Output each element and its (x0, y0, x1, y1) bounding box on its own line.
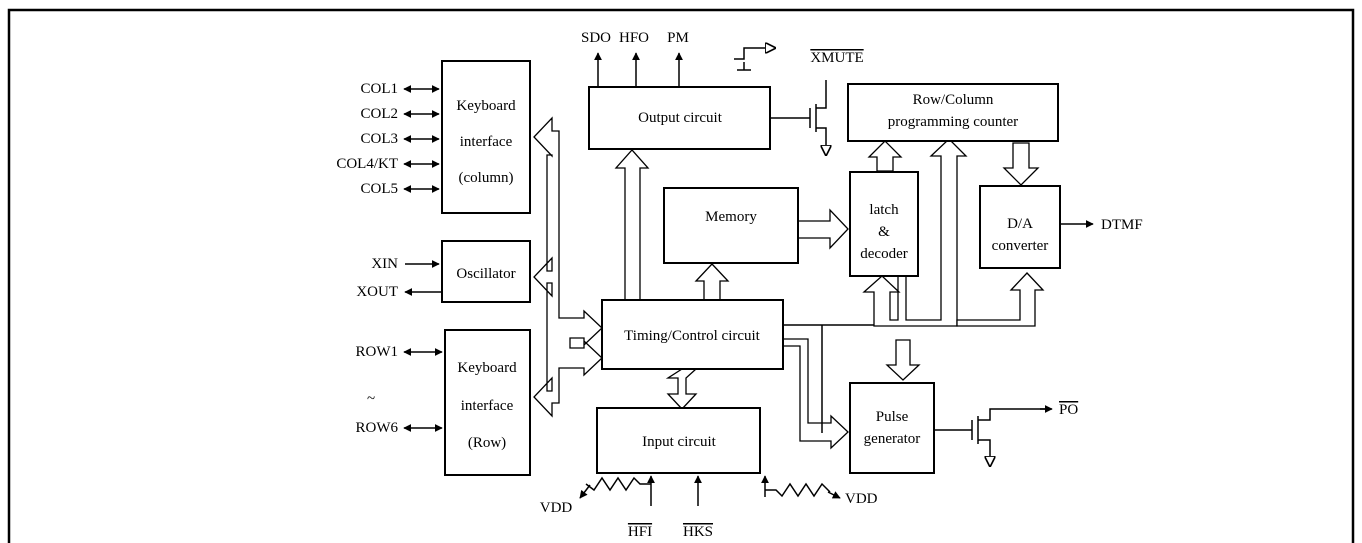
output-label: Output circuit (638, 110, 723, 126)
xin-label: XIN (371, 256, 398, 272)
row6-label: ROW6 (356, 420, 399, 436)
row-signals: ROW1 ~ ROW6 (356, 344, 443, 436)
input-signals: VDD HFI HKS VDD (540, 475, 878, 540)
bus-timing-memory (694, 263, 730, 301)
oscillator-label: Oscillator (456, 266, 515, 282)
vdd-right-label: VDD (845, 491, 878, 507)
xmute-transistor: XMUTE (734, 48, 864, 155)
output-block: Output circuit (588, 86, 771, 150)
kb-row-block: Keyboard interface (Row) (444, 329, 531, 476)
po-label: PO (1059, 402, 1078, 418)
sdo-label: SDO (581, 30, 611, 46)
pulse-line1: Pulse (876, 409, 909, 425)
row-tilde: ~ (367, 391, 375, 407)
col5-label: COL5 (361, 181, 399, 197)
output-signals: SDO HFO PM (581, 30, 689, 87)
bus-timing-output (614, 149, 650, 301)
latch-line2: & (878, 224, 890, 240)
main-bus (533, 116, 603, 418)
kb-col-block: Keyboard interface (column) (441, 60, 531, 214)
input-block: Input circuit (596, 407, 761, 474)
kb-row-line3: (Row) (468, 435, 506, 451)
bus-counter-dac (1002, 142, 1040, 186)
dtmf-signal: DTMF (1060, 217, 1143, 233)
pulse-line2: generator (864, 431, 921, 447)
hfi-label: HFI (628, 524, 652, 540)
dac-line1: D/A (1007, 216, 1033, 232)
row1-label: ROW1 (356, 344, 399, 360)
pulse-block: Pulse generator (849, 382, 935, 474)
bus-timing-input (665, 368, 698, 410)
latch-block: latch & decoder (849, 171, 919, 277)
latch-line3: decoder (860, 246, 907, 262)
input-label: Input circuit (642, 434, 717, 450)
col3-label: COL3 (361, 131, 399, 147)
col-signals: COL1 COL2 COL3 COL4/KT COL5 (336, 81, 440, 197)
bus-to-pulse (885, 339, 921, 381)
latch-line1: latch (869, 202, 899, 218)
dac-block: D/A converter (979, 185, 1061, 269)
po-transistor: PO (934, 402, 1078, 466)
timing-label: Timing/Control circuit (624, 328, 761, 344)
bus-latch-counter (867, 140, 903, 172)
memory-block: Memory (663, 187, 799, 264)
hks-label: HKS (683, 524, 713, 540)
memory-label: Memory (705, 209, 757, 225)
counter-line1: Row/Column (913, 92, 994, 108)
bus-memory-latch (797, 208, 849, 250)
kb-col-line2: interface (460, 134, 513, 150)
col4-label: COL4/KT (336, 156, 398, 172)
kb-row-line1: Keyboard (457, 360, 517, 376)
kb-col-line1: Keyboard (456, 98, 516, 114)
oscillator-block: Oscillator (441, 240, 531, 303)
dtmf-label: DTMF (1101, 217, 1143, 233)
bus-timing-pulse (782, 338, 849, 450)
kb-col-line3: (column) (459, 170, 514, 186)
bus-feed-dac (956, 272, 1045, 327)
dac-line2: converter (992, 238, 1049, 254)
xmute-label: XMUTE (810, 50, 863, 66)
xout-label: XOUT (356, 284, 398, 300)
counter-line2: programming counter (888, 114, 1018, 130)
timing-block: Timing/Control circuit (601, 299, 784, 370)
col2-label: COL2 (361, 106, 399, 122)
pm-label: PM (667, 30, 689, 46)
vdd-left-label: VDD (540, 500, 573, 516)
col1-label: COL1 (361, 81, 399, 97)
kb-row-line2: interface (461, 398, 514, 414)
osc-signals: XIN XOUT (356, 256, 442, 300)
diagram-frame (7, 8, 1355, 543)
counter-block: Row/Column programming counter (847, 83, 1059, 142)
hfo-label: HFO (619, 30, 649, 46)
